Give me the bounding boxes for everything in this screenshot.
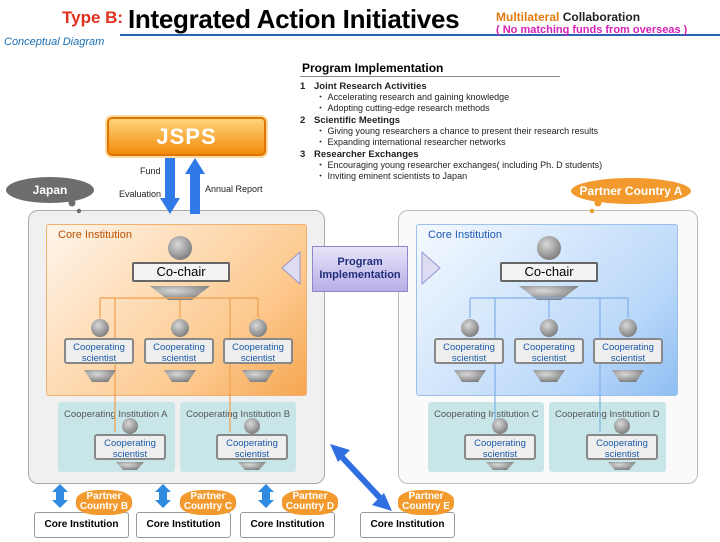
fund-label: Fund [140, 166, 161, 176]
diagonal-arrow-country-e [330, 444, 392, 511]
diagram-subtitle: Conceptual Diagram [4, 36, 105, 48]
program-implementation-box: Program Implementation [312, 246, 408, 292]
fund-arrow [160, 156, 180, 214]
program-heading: Program Implementation [302, 61, 444, 75]
annual-report-arrow [185, 158, 205, 214]
japan-cloud: Japan [6, 177, 94, 203]
core-institution-label: Core Institution [428, 229, 502, 241]
scientist-icons [84, 319, 644, 470]
core-institution-country-e: Core Institution [360, 512, 455, 538]
collaboration-label: Multilateral Collaboration [496, 10, 641, 24]
cochair-box-partner: Co-chair [500, 262, 598, 282]
cochair-person-icon [519, 236, 579, 300]
core-institution-country-b: Core Institution [34, 512, 129, 538]
page-title: Integrated Action Initiatives [128, 4, 460, 34]
program-divider [300, 76, 560, 77]
org-lines-japan [99, 297, 259, 432]
partner-country-a-cloud: Partner Country A [571, 178, 691, 204]
jsps-box: JSPS [107, 117, 266, 156]
core-institution-country-c: Core Institution [136, 512, 231, 538]
org-lines-partner [469, 297, 629, 432]
no-matching-funds-note: ( No matching funds from overseas ) [496, 24, 688, 36]
core-institution-country-d: Core Institution [240, 512, 335, 538]
program-implementation-arrow [281, 250, 441, 286]
cochair-box-japan: Co-chair [132, 262, 230, 282]
evaluation-label: Evaluation [119, 189, 162, 199]
cochair-person-icon [150, 236, 210, 300]
annual-report-label: Annual Report [205, 184, 263, 194]
title-underline [120, 34, 720, 36]
core-institution-label: Core Institution [58, 229, 132, 241]
bottom-vertical-arrows [52, 484, 274, 508]
cloud-tails [68, 199, 602, 214]
type-label: Type B: [62, 8, 124, 27]
